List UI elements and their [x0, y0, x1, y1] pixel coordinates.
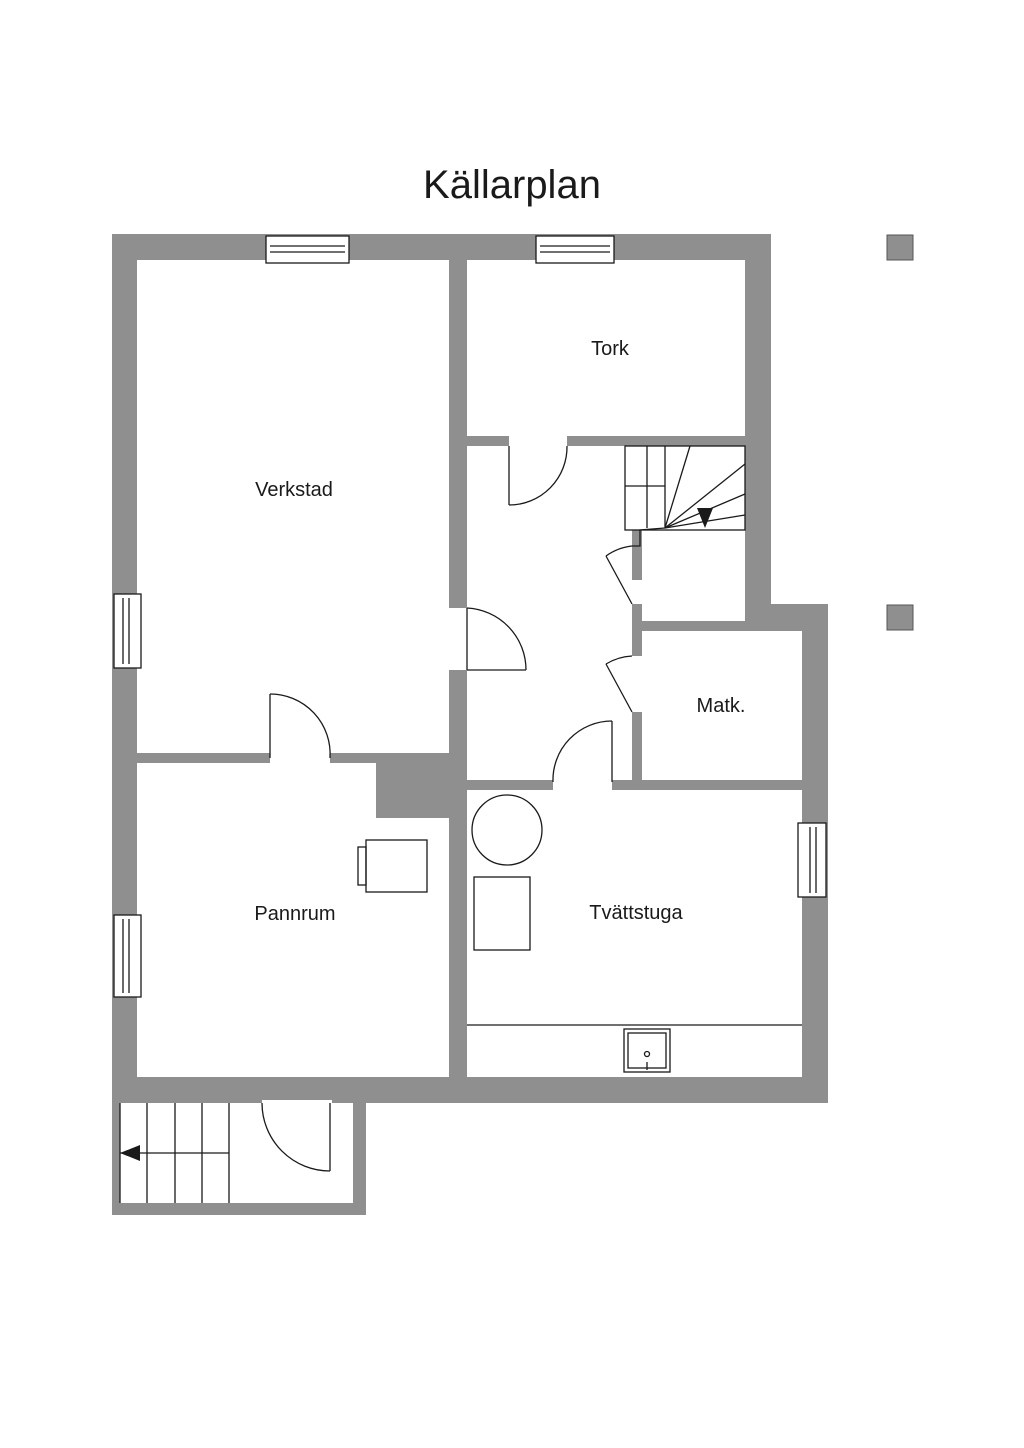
room-label-pannrum: Pannrum — [254, 903, 335, 925]
exterior-stairs — [112, 1103, 366, 1215]
room-label-tvattstuga: Tvättstuga — [589, 902, 683, 924]
door-stair-closet — [605, 545, 633, 605]
window-tork-top — [535, 235, 615, 264]
water-heater-icon — [471, 794, 543, 866]
room-labels: Verkstad Tork Matk. Pannrum Tvättstuga — [254, 338, 745, 925]
door-tork — [508, 445, 568, 506]
door-matk — [605, 655, 633, 713]
windows — [113, 235, 827, 998]
window-pannrum-left — [113, 914, 142, 998]
sink-icon — [623, 1028, 671, 1073]
window-tvattstuga-right — [797, 822, 827, 898]
fixtures — [357, 794, 802, 1073]
door-pannrum — [269, 693, 331, 759]
columns — [886, 234, 914, 631]
interior-walls — [137, 260, 802, 1077]
window-verkstad-left — [113, 593, 142, 669]
room-label-matk: Matk. — [697, 695, 746, 717]
door-verkstad — [466, 607, 527, 671]
stair-arrow-icon — [697, 508, 713, 528]
window-verkstad-top — [265, 235, 350, 264]
doors — [261, 445, 633, 1172]
room-label-tork: Tork — [591, 338, 630, 360]
outer-walls — [112, 234, 828, 1103]
door-exterior — [261, 1100, 332, 1172]
plan-title: Källarplan — [423, 163, 601, 207]
boiler-icon — [357, 839, 428, 893]
door-tvattstuga — [552, 720, 613, 783]
room-label-verkstad: Verkstad — [255, 479, 333, 501]
exterior-stair-arrow-icon — [120, 1145, 140, 1161]
interior-staircase — [624, 445, 746, 547]
washer-icon — [473, 876, 531, 951]
